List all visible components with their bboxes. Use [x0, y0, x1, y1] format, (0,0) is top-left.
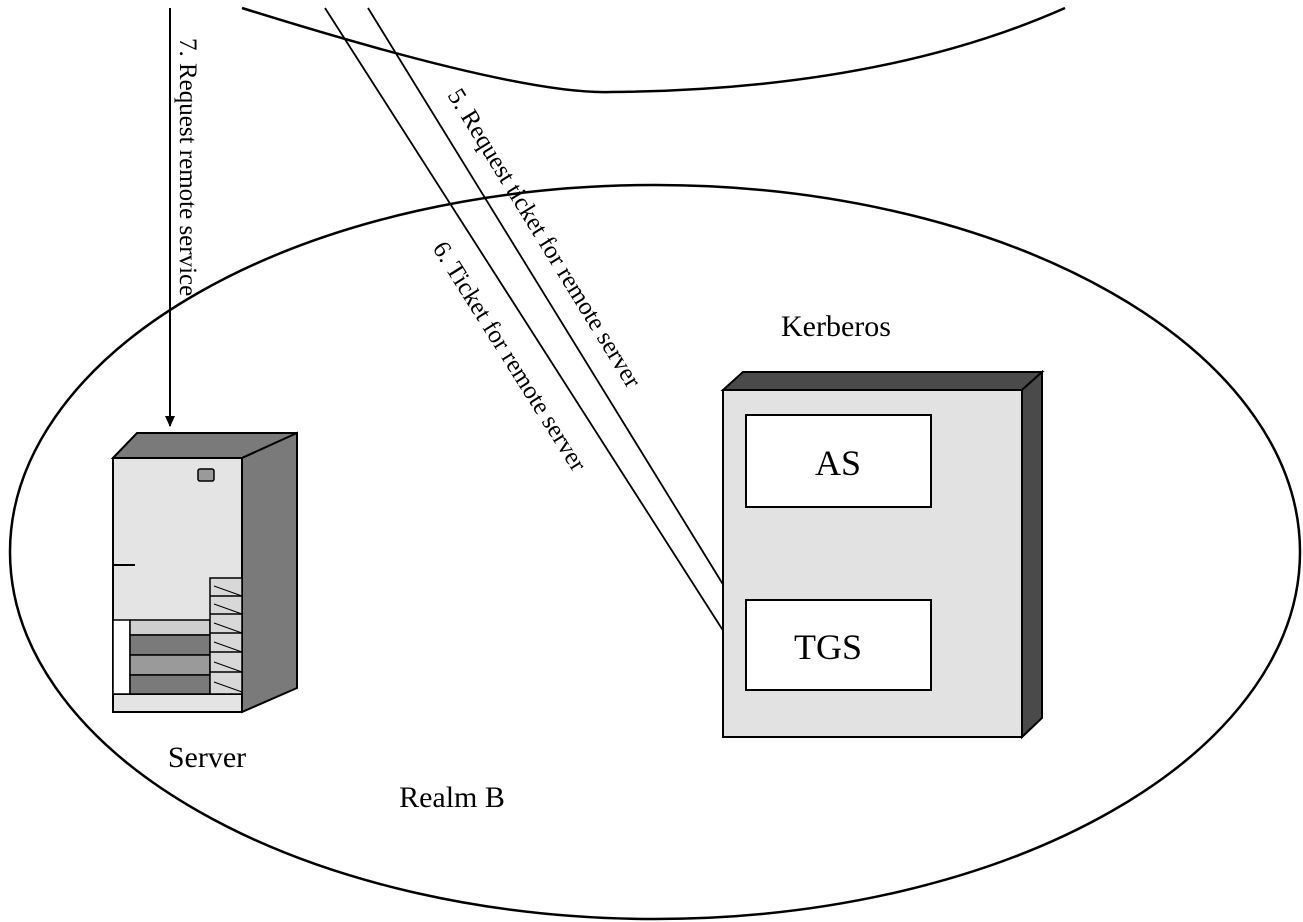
- kerberos-box-side: [1021, 369, 1043, 740]
- as-box: [745, 414, 932, 508]
- tgs-label: TGS: [794, 627, 862, 667]
- realm-b-label: Realm B: [399, 781, 505, 814]
- arrow-request-ticket: [367, 7, 741, 613]
- realm-b-ellipse: [8, 183, 1302, 921]
- kerberos-box-top: [720, 371, 1045, 391]
- server-icon: [110, 431, 298, 714]
- as-label: AS: [815, 443, 861, 483]
- tgs-box: [745, 599, 932, 691]
- server-label: Server: [168, 741, 246, 774]
- arrow-ticket-remote-server: [324, 7, 748, 669]
- upper-realm-ellipse: [241, 6, 1066, 94]
- kerberos-label: Kerberos: [781, 310, 891, 343]
- label-step-7: 7. Request remote service: [174, 38, 201, 296]
- kerberos-server-box: AS TGS: [720, 369, 1045, 740]
